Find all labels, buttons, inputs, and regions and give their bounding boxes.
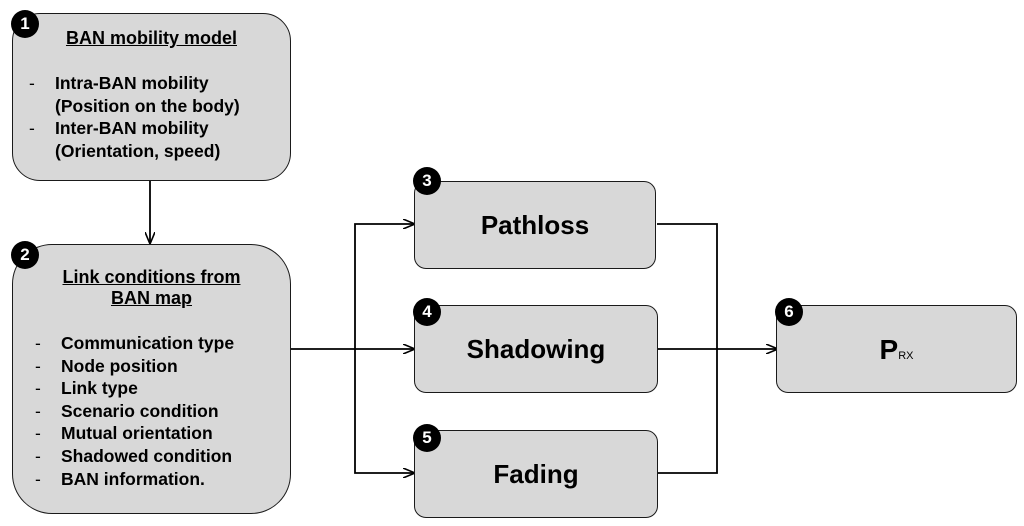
fading-label: Fading: [493, 459, 579, 489]
step-badge-4: 4: [413, 298, 441, 326]
box-2-title: Link conditions from BAN map: [62, 267, 241, 308]
list-item: -Shadowed condition: [35, 445, 233, 466]
box-ban-mobility-model: BAN mobility model -Intra-BAN mobility (…: [12, 13, 291, 181]
box-link-conditions: Link conditions from BAN map -Communicat…: [12, 244, 291, 514]
list-item: (Position on the body): [29, 95, 240, 118]
list-item: -Mutual orientation: [35, 423, 213, 444]
arrow-2-to-5: [354, 349, 414, 473]
list-dash: [29, 140, 55, 163]
box-fading: Fading: [414, 430, 658, 518]
list-dash: -: [29, 73, 35, 93]
box-pathloss: Pathloss: [414, 181, 656, 269]
list-item: (Orientation, speed): [29, 140, 240, 163]
line-5-to-merge: [657, 349, 718, 474]
list-item: -Communication type: [35, 333, 235, 353]
box-prx: PRX: [776, 305, 1017, 393]
list-item: -Intra-BAN mobility: [29, 73, 209, 93]
box-2-item-list: -Communication type -Node position -Link…: [35, 332, 234, 490]
step-badge-3: 3: [413, 167, 441, 195]
arrow-2-to-3: [354, 224, 414, 349]
prx-main: P: [879, 334, 899, 365]
step-badge-1: 1: [11, 10, 39, 38]
list-dash: -: [29, 118, 35, 138]
box-1-title: BAN mobility model: [65, 28, 237, 48]
list-item: -Scenario condition: [35, 400, 219, 421]
shadowing-label: Shadowing: [466, 334, 606, 364]
list-dash: [29, 95, 55, 118]
list-item: -Node position: [35, 355, 178, 376]
list-item: -BAN information.: [35, 468, 205, 489]
list-item: -Inter-BAN mobility: [29, 118, 209, 138]
prx-subscript: RX: [898, 350, 914, 362]
box-1-item-list: -Intra-BAN mobility (Position on the bod…: [29, 72, 240, 162]
step-badge-5: 5: [413, 424, 441, 452]
step-badge-6: 6: [775, 298, 803, 326]
step-badge-2: 2: [11, 241, 39, 269]
list-item: -Link type: [35, 378, 138, 399]
box-shadowing: Shadowing: [414, 305, 658, 393]
pathloss-label: Pathloss: [480, 210, 590, 240]
line-3-to-merge: [657, 223, 718, 349]
prx-label: PRX: [777, 334, 1016, 366]
